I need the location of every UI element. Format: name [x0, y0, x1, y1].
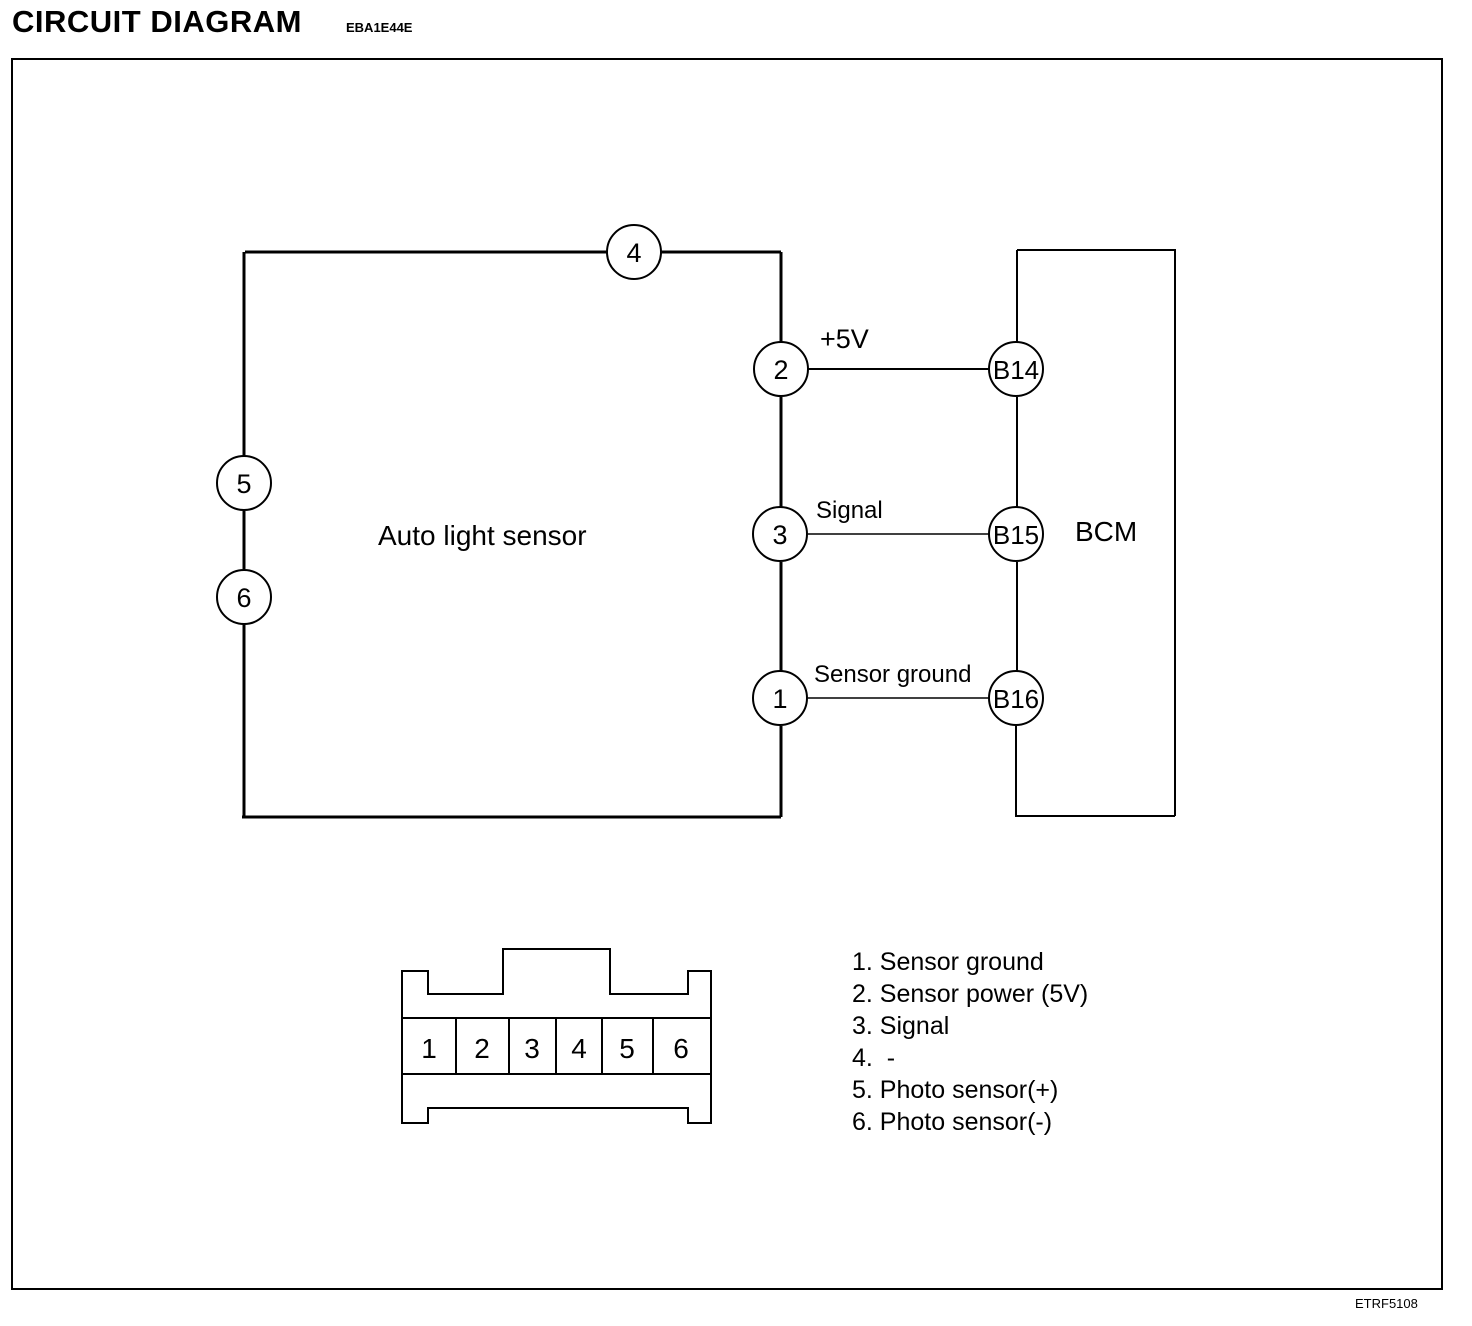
legend-item: 3. Signal: [852, 1012, 949, 1040]
signal-wire-label: Signal: [816, 497, 883, 524]
legend-item: 2. Sensor power (5V): [852, 980, 1088, 1008]
pin-b14-label: B14: [993, 355, 1039, 385]
pin-5-label: 5: [236, 469, 251, 499]
pin-b16: B16: [988, 670, 1044, 726]
connector-face: 1 2 3 4 5 6: [401, 948, 712, 1124]
connector-cell-1: 1: [421, 1033, 437, 1064]
bcm-label: BCM: [1075, 516, 1137, 547]
sensor-label: Auto light sensor: [378, 520, 587, 551]
diagram-frame: [11, 58, 1443, 1290]
diagram-code: EBA1E44E: [346, 20, 413, 35]
legend-item: 5. Photo sensor(+): [852, 1076, 1058, 1104]
pin-1: 1: [752, 670, 808, 726]
connector-cell-3: 3: [524, 1033, 540, 1064]
ground-wire-label: Sensor ground: [814, 661, 971, 688]
pin-2: 2: [753, 341, 809, 397]
pin-4: 4: [606, 224, 662, 280]
pin-6: 6: [216, 569, 272, 625]
figure-code: ETRF5108: [1355, 1296, 1418, 1311]
pin-3-label: 3: [772, 520, 787, 550]
pin-b15-label: B15: [993, 520, 1039, 550]
pin-legend: 1. Sensor ground 2. Sensor power (5V) 3.…: [852, 948, 1088, 1136]
pin-b15: B15: [988, 506, 1044, 562]
pin-b14: B14: [988, 341, 1044, 397]
power-wire-label: +5V: [820, 324, 869, 354]
connector-cell-5: 5: [619, 1033, 635, 1064]
pin-3: 3: [752, 506, 808, 562]
connector-cell-6: 6: [673, 1033, 689, 1064]
connector-cell-4: 4: [571, 1033, 587, 1064]
legend-item: 4. -: [852, 1044, 895, 1072]
legend-item: 6. Photo sensor(-): [852, 1108, 1052, 1136]
pin-2-label: 2: [773, 355, 788, 385]
diagram-title: CIRCUIT DIAGRAM: [12, 4, 302, 39]
pin-5: 5: [216, 455, 272, 511]
connector-cell-2: 2: [474, 1033, 490, 1064]
legend-item: 1. Sensor ground: [852, 948, 1044, 976]
pin-b16-label: B16: [993, 684, 1039, 714]
pin-6-label: 6: [236, 583, 251, 613]
pin-1-label: 1: [772, 684, 787, 714]
pin-4-label: 4: [626, 238, 641, 268]
